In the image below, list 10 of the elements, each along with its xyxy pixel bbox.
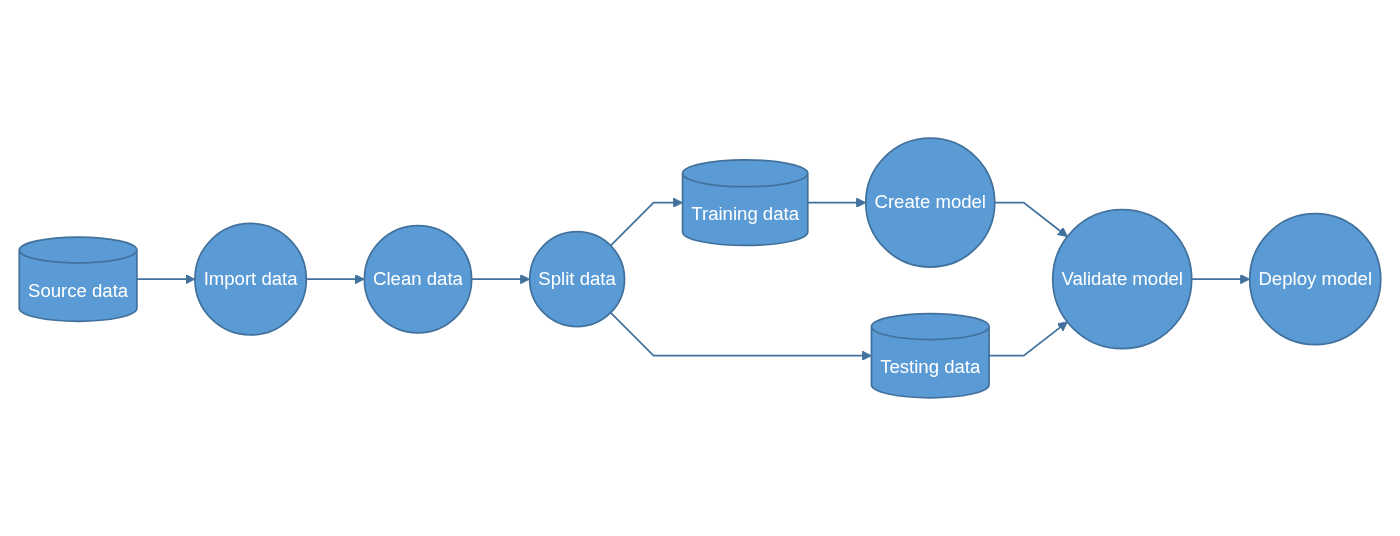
node-circle: Clean data xyxy=(363,224,473,334)
node-circle: Create model xyxy=(864,137,996,268)
arrow xyxy=(988,321,1068,357)
node-circle: Split data xyxy=(528,230,626,328)
node-circle: Import data xyxy=(194,222,308,336)
node-circle: Validate model xyxy=(1051,208,1193,350)
arrow xyxy=(609,311,872,361)
arrow xyxy=(609,197,684,247)
node-circle: Deploy model xyxy=(1248,212,1382,346)
arrow xyxy=(136,274,196,285)
